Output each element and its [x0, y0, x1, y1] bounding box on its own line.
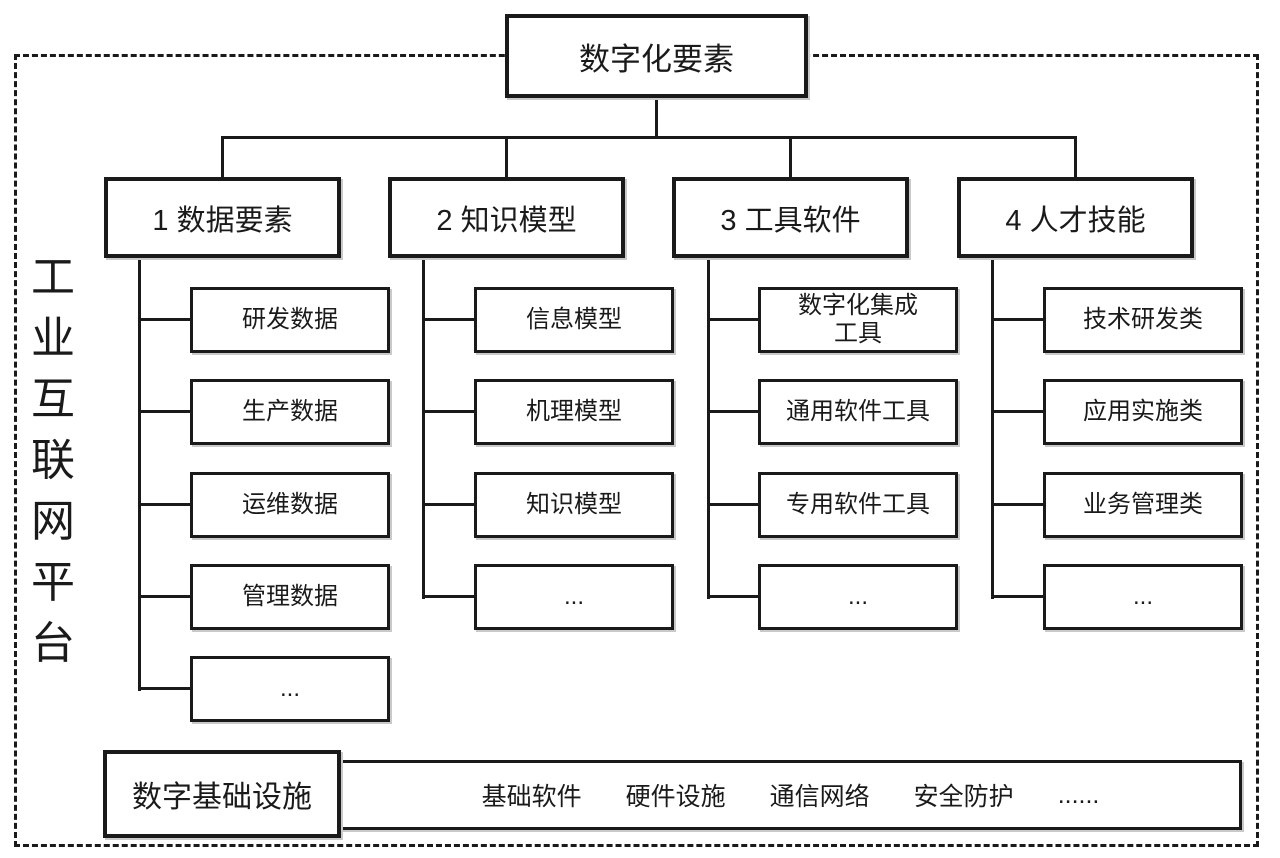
infrastructure-item: 安全防护: [913, 783, 1014, 811]
platform-label: 工 业 互 联 网 平 台: [21, 256, 85, 666]
leaf-node: 生产数据: [190, 379, 390, 445]
root-node: 数字化要素: [505, 14, 808, 98]
infrastructure-item: 通信网络: [769, 783, 870, 811]
branch-node-data-elements: 1 数据要素: [104, 177, 341, 258]
connector-trunk-branch-2: [422, 258, 425, 599]
infrastructure-item-ellipsis: ......: [1057, 780, 1100, 809]
infrastructure-item: 硬件设施: [625, 783, 726, 811]
connector-stub: [707, 503, 758, 506]
connector-stub: [138, 410, 190, 413]
connector-stub: [138, 503, 190, 506]
connector-stub: [991, 410, 1043, 413]
leaf-node: 运维数据: [190, 472, 390, 538]
branch-node-tool-software: 3 工具软件: [672, 177, 909, 258]
leaf-node: 机理模型: [474, 379, 674, 445]
leaf-node-ellipsis: ...: [190, 656, 390, 722]
connector-stub: [422, 410, 474, 413]
connector-stub: [138, 595, 190, 598]
platform-label-char: 台: [31, 619, 75, 668]
connector-stub: [707, 410, 758, 413]
connector-stub: [991, 318, 1043, 321]
platform-label-char: 工: [31, 253, 75, 302]
leaf-node: 研发数据: [190, 287, 390, 353]
connector-drop-branch-2: [505, 136, 508, 177]
leaf-node: 数字化集成 工具: [758, 287, 958, 353]
connector-stub: [991, 503, 1043, 506]
platform-label-char: 平: [31, 558, 75, 607]
connector-drop-branch-3: [789, 136, 792, 177]
platform-label-char: 互: [31, 375, 75, 424]
connector-root-stem: [655, 98, 658, 137]
leaf-node-ellipsis: ...: [474, 564, 674, 630]
leaf-node-ellipsis: ...: [1043, 564, 1243, 630]
platform-label-char: 联: [31, 436, 75, 485]
connector-stub: [422, 595, 474, 598]
leaf-node: 应用实施类: [1043, 379, 1243, 445]
connector-trunk-branch-4: [991, 258, 994, 599]
platform-boundary: [14, 54, 1259, 847]
leaf-node: 信息模型: [474, 287, 674, 353]
connector-trunk-branch-1: [138, 258, 141, 691]
leaf-node: 业务管理类: [1043, 472, 1243, 538]
connector-stub: [707, 318, 758, 321]
connector-drop-branch-4: [1074, 136, 1077, 177]
connector-stub: [138, 687, 190, 690]
platform-label-char: 网: [31, 497, 75, 546]
infrastructure-item: 基础软件: [481, 783, 582, 811]
connector-stub: [422, 318, 474, 321]
leaf-node: 知识模型: [474, 472, 674, 538]
leaf-node-ellipsis: ...: [758, 564, 958, 630]
connector-stub: [422, 503, 474, 506]
leaf-node: 技术研发类: [1043, 287, 1243, 353]
branch-node-talent-skills: 4 人才技能: [957, 177, 1194, 258]
connector-stub: [991, 595, 1043, 598]
leaf-node: 专用软件工具: [758, 472, 958, 538]
leaf-node: 管理数据: [190, 564, 390, 630]
infrastructure-label: 数字基础设施: [103, 750, 341, 838]
platform-label-char: 业: [31, 314, 75, 363]
leaf-node: 通用软件工具: [758, 379, 958, 445]
connector-stub: [707, 595, 758, 598]
connector-cross-bar: [221, 136, 1077, 139]
connector-drop-branch-1: [221, 136, 224, 177]
branch-node-knowledge-models: 2 知识模型: [388, 177, 625, 258]
connector-stub: [138, 318, 190, 321]
connector-trunk-branch-3: [707, 258, 710, 599]
infrastructure-items-bar: 基础软件 硬件设施 通信网络 安全防护 ......: [339, 760, 1242, 830]
